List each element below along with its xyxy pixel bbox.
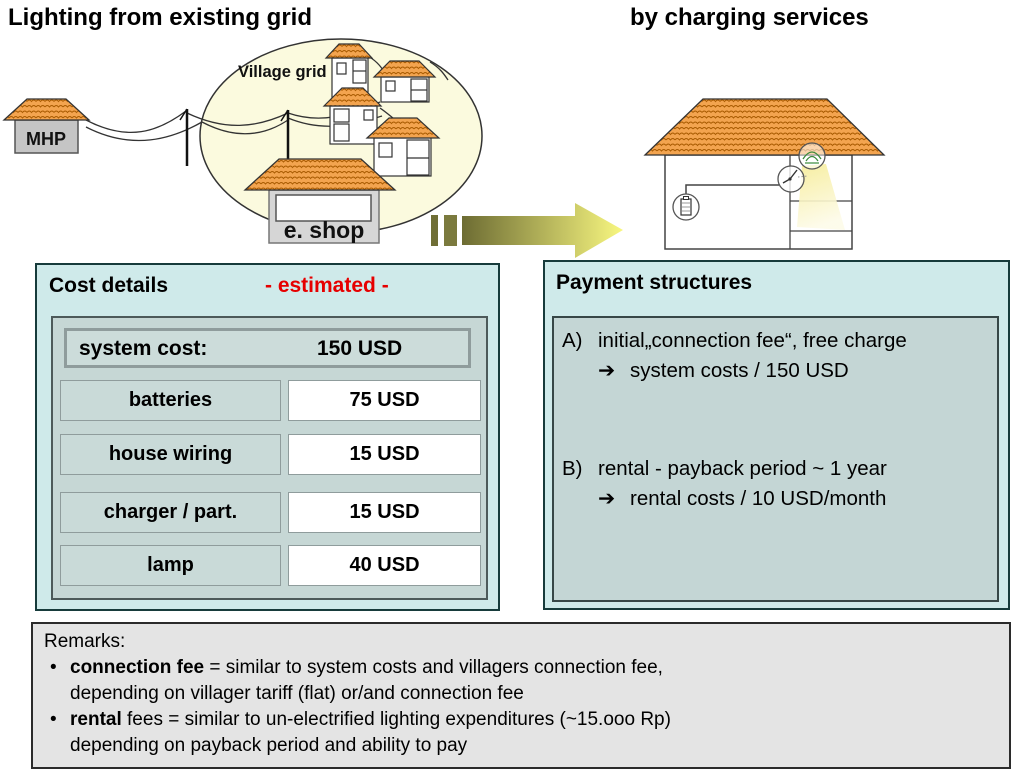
- remarks-panel: Remarks: • connection fee = similar to s…: [31, 622, 1011, 769]
- cost-details-title: Cost details: [49, 274, 169, 297]
- option-text: initial„connection fee“, free charge: [598, 329, 907, 352]
- arrow-bullet-icon: ➔: [598, 359, 616, 382]
- cost-row-value: 40 USD: [288, 545, 481, 586]
- battery-icon: [672, 193, 700, 221]
- cost-row-label: lamp: [60, 545, 281, 586]
- cost-details-panel: Cost details - estimated - system cost: …: [35, 263, 500, 611]
- remark-term: connection fee: [70, 657, 205, 678]
- cost-table: system cost: 150 USD batteries 75 USD ho…: [51, 316, 488, 600]
- payment-option-a: A) initial„connection fee“, free charge …: [562, 326, 992, 386]
- remark-rental: • rental fees = similar to un-electrifie…: [33, 707, 993, 759]
- title-left: Lighting from existing grid: [8, 4, 312, 31]
- light-beam: [797, 164, 845, 230]
- system-cost-row: system cost: 150 USD: [64, 328, 471, 368]
- remarks-heading: Remarks:: [44, 631, 126, 652]
- arrow-bullet-icon: ➔: [598, 487, 616, 510]
- cost-row-value: 75 USD: [288, 380, 481, 421]
- payment-option-b: B) rental - payback period ~ 1 year ➔ re…: [562, 454, 992, 514]
- title-right: by charging services: [630, 4, 869, 31]
- option-detail: system costs / 150 USD: [630, 359, 849, 382]
- eshop-label: e. shop: [284, 217, 365, 243]
- option-id: A): [562, 329, 583, 352]
- bullet-icon: •: [50, 709, 57, 730]
- village-houses: [322, 43, 441, 177]
- illustration: Village grid MHP: [2, 38, 886, 258]
- village-grid-label: Village grid: [238, 63, 327, 81]
- mhp-building: MHP: [2, 98, 91, 154]
- remark-connection-fee: • connection fee = similar to system cos…: [33, 655, 993, 707]
- payment-options: A) initial„connection fee“, free charge …: [552, 316, 999, 602]
- cost-row-value: 15 USD: [288, 492, 481, 533]
- remark-continuation: depending on payback period and ability …: [70, 735, 468, 756]
- mhp-label: MHP: [26, 129, 66, 149]
- cost-row-value: 15 USD: [288, 434, 481, 475]
- system-cost-label: system cost:: [79, 337, 208, 360]
- remark-term: rental: [70, 709, 122, 730]
- cost-row-charger: charger / part. 15 USD: [53, 492, 490, 533]
- cost-row-label: charger / part.: [60, 492, 281, 533]
- eshop-building: e. shop: [243, 158, 397, 244]
- estimated-note: - estimated -: [265, 274, 389, 297]
- remark-body: = similar to system costs and villagers …: [204, 657, 663, 678]
- switch-icon: [777, 165, 809, 193]
- bullet-icon: •: [50, 657, 57, 678]
- lamp-icon: [798, 142, 826, 170]
- cost-row-batteries: batteries 75 USD: [53, 380, 490, 421]
- payment-structures-panel: Payment structures A) initial„connection…: [543, 260, 1010, 610]
- flow-arrow: [431, 203, 623, 258]
- cost-row-label: house wiring: [60, 434, 281, 475]
- option-detail: rental costs / 10 USD/month: [630, 487, 887, 510]
- payment-structures-title: Payment structures: [556, 271, 753, 294]
- charging-house: [643, 98, 886, 250]
- cost-row-house-wiring: house wiring 15 USD: [53, 434, 490, 475]
- remark-continuation: depending on villager tariff (flat) or/a…: [70, 683, 524, 704]
- power-poles: [179, 108, 290, 166]
- remark-body: fees = similar to un-electrified lightin…: [121, 709, 671, 730]
- option-id: B): [562, 457, 583, 480]
- system-cost-value: 150 USD: [317, 337, 403, 360]
- option-text: rental - payback period ~ 1 year: [598, 457, 887, 480]
- cost-row-lamp: lamp 40 USD: [53, 545, 490, 586]
- cost-row-label: batteries: [60, 380, 281, 421]
